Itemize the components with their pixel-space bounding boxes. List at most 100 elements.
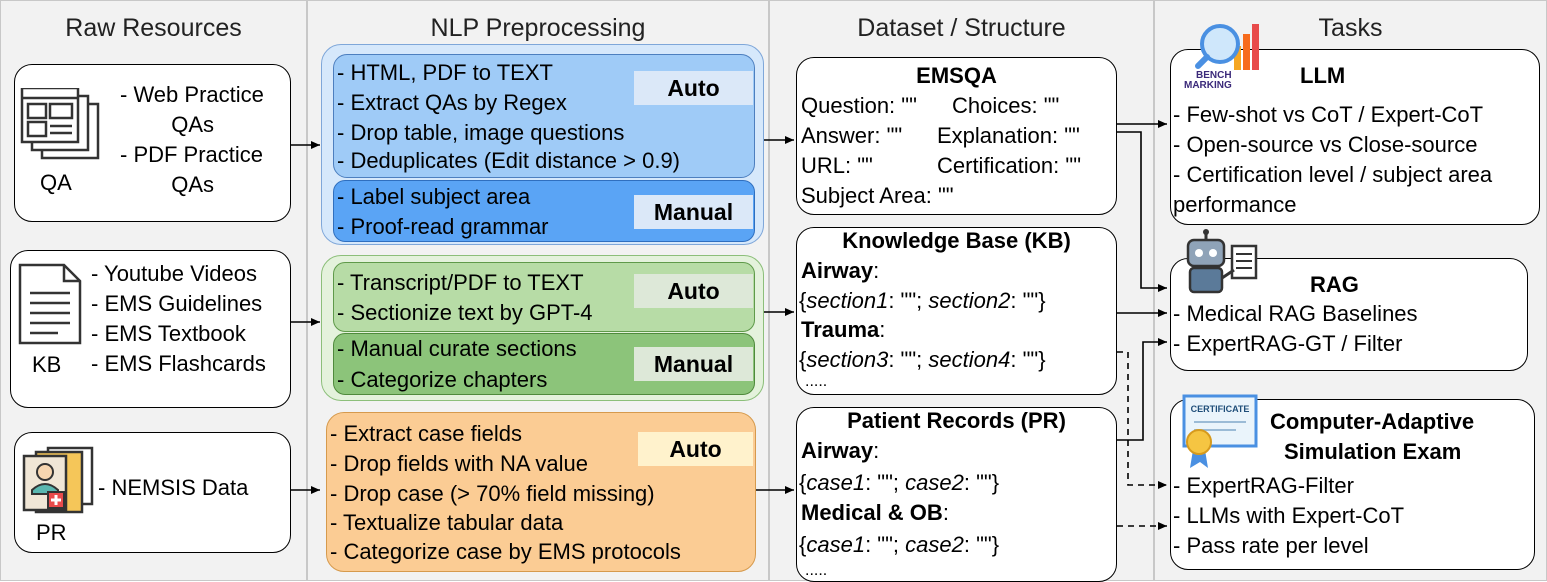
- column-title-tasks: Tasks: [1318, 14, 1383, 42]
- emsqa-field-explanation: Explanation: "": [937, 123, 1080, 148]
- nlp-qa-auto-line-2: - Extract QAs by Regex: [337, 90, 567, 115]
- raw-qa-item-4: QAs: [171, 172, 214, 197]
- task-rag-line-2: - ExpertRAG-GT / Filter: [1173, 331, 1403, 356]
- task-exam-title-1: Computer-Adaptive: [1270, 409, 1475, 434]
- pr-category-1: Airway:: [801, 436, 879, 466]
- kb-category-2: Trauma:: [801, 315, 885, 345]
- task-llm-line-1: - Few-shot vs CoT / Expert-CoT: [1173, 102, 1484, 127]
- task-exam-title-2: Simulation Exam: [1284, 439, 1462, 464]
- document-icon: [18, 263, 82, 345]
- dataset-emsqa-box: [796, 57, 1117, 215]
- nlp-qa-auto-line-4: - Deduplicates (Edit distance > 0.9): [337, 148, 681, 173]
- nlp-qa-manual-line-1: - Label subject area: [337, 184, 531, 209]
- raw-kb-item-1: - Youtube Videos: [91, 261, 257, 286]
- emsqa-field-url: URL: "": [801, 153, 873, 178]
- emsqa-field-choices: Choices: "": [952, 93, 1060, 118]
- raw-qa-label: QA: [40, 170, 72, 195]
- pr-more: .....: [805, 562, 828, 579]
- kb-category-2-name: Trauma: [801, 317, 880, 342]
- task-llm-line-4: performance: [1173, 192, 1297, 217]
- nlp-pr-auto-line-3: - Drop case (> 70% field missing): [330, 481, 655, 506]
- nlp-qa-manual-line-2: - Proof-read grammar: [337, 214, 549, 239]
- nlp-qa-manual-tag: Manual: [634, 195, 753, 229]
- emsqa-field-question: Question: "": [801, 93, 917, 118]
- kb-category-1-colon: :: [873, 258, 880, 283]
- pr-brace-open-2: {: [799, 532, 807, 557]
- column-title-nlp: NLP Preprocessing: [430, 14, 646, 42]
- kb-mid-2: : "";: [888, 347, 929, 372]
- kb-brace-open-1: {: [799, 288, 807, 313]
- nlp-qa-auto-line-3: - Drop table, image questions: [337, 120, 625, 145]
- task-exam-line-2: - LLMs with Expert-CoT: [1173, 503, 1405, 528]
- nlp-kb-manual-line-2: - Categorize chapters: [337, 367, 548, 392]
- nlp-kb-manual-line-1: - Manual curate sections: [337, 336, 577, 361]
- task-llm-title: LLM: [1300, 63, 1346, 88]
- nlp-pr-auto-line-4: - Textualize tabular data: [330, 510, 564, 535]
- emsqa-field-certification: Certification: "": [937, 153, 1081, 178]
- task-llm-line-2: - Open-source vs Close-source: [1173, 132, 1478, 157]
- pr-end-2: : ""}: [963, 532, 1000, 557]
- nlp-pr-auto-line-1: - Extract case fields: [330, 421, 522, 446]
- kb-section-3: section3: [806, 347, 889, 372]
- pr-cases-1: {case1: ""; case2: ""}: [799, 468, 999, 498]
- nlp-qa-auto-line-1: - HTML, PDF to TEXT: [337, 60, 553, 85]
- kb-sections-1: {section1: ""; section2: ""}: [799, 286, 1046, 316]
- raw-kb-label: KB: [32, 352, 62, 377]
- kb-sections-2: {section3: ""; section4: ""}: [799, 345, 1046, 375]
- pr-brace-open-1: {: [799, 470, 807, 495]
- kb-end-1: : ""}: [1010, 288, 1046, 313]
- pr-cases-2: {case1: ""; case2: ""}: [799, 530, 999, 560]
- kb-category-1: Airway:: [801, 256, 879, 286]
- emsqa-field-subject-area: Subject Area: "": [801, 183, 954, 208]
- pr-case-3: case1: [806, 532, 866, 557]
- nlp-kb-auto-line-1: - Transcript/PDF to TEXT: [337, 270, 584, 295]
- column-title-dataset: Dataset / Structure: [857, 14, 1066, 42]
- column-title-raw: Raw Resources: [65, 14, 242, 42]
- pr-category-2-name: Medical & OB: [801, 500, 943, 525]
- arrow-kb-to-exam-dashed: [1117, 351, 1167, 489]
- benchmarking-icon-line-2: MARKING: [1184, 80, 1232, 90]
- task-rag-box: [1170, 258, 1528, 371]
- kb-mid-1: : "";: [888, 288, 929, 313]
- raw-qa-item-2: QAs: [171, 112, 214, 137]
- raw-kb-item-3: - EMS Textbook: [91, 321, 246, 346]
- raw-qa-item-3: - PDF Practice: [120, 142, 264, 167]
- nlp-pr-auto-line-2: - Drop fields with NA value: [330, 451, 588, 476]
- task-exam-line-3: - Pass rate per level: [1173, 533, 1369, 558]
- emsqa-title: EMSQA: [916, 63, 997, 88]
- arrow-emsqa-to-rag: [1117, 131, 1167, 292]
- emsqa-field-answer: Answer: "": [801, 123, 903, 148]
- patient-record-icon: [22, 446, 94, 514]
- nlp-kb-auto-line-2: - Sectionize text by GPT-4: [337, 300, 593, 325]
- kb-end-2: : ""}: [1010, 347, 1046, 372]
- task-rag-line-1: - Medical RAG Baselines: [1173, 301, 1418, 326]
- raw-kb-item-4: - EMS Flashcards: [91, 351, 266, 376]
- kb-section-2: section2: [928, 288, 1011, 313]
- dataset-kb-box: [796, 227, 1117, 395]
- kb-category-1-name: Airway: [801, 258, 874, 283]
- task-llm-line-3: - Certification level / subject area: [1173, 162, 1493, 187]
- pr-end-1: : ""}: [963, 470, 1000, 495]
- pr-case-1: case1: [806, 470, 866, 495]
- benchmarking-icon-line-1: BENCH: [1196, 70, 1232, 81]
- kb-category-2-colon: :: [879, 317, 886, 342]
- web-pages-icon: [20, 88, 100, 160]
- nlp-qa-auto-tag: Auto: [634, 71, 753, 105]
- nlp-pr-auto-line-5: - Categorize case by EMS protocols: [330, 539, 681, 564]
- certificate-icon-text: CERTIFICATE: [1191, 404, 1250, 414]
- kb-brace-open-2: {: [799, 347, 807, 372]
- task-exam-line-1: - ExpertRAG-Filter: [1173, 473, 1354, 498]
- raw-pr-item-1: - NEMSIS Data: [98, 475, 249, 500]
- robot-icon: [1186, 229, 1258, 294]
- arrow-pr-to-rag: [1117, 338, 1167, 441]
- task-rag-title: RAG: [1310, 272, 1359, 297]
- raw-qa-item-1: - Web Practice: [120, 82, 264, 107]
- pr-case-2: case2: [905, 470, 964, 495]
- nlp-kb-auto-tag: Auto: [634, 274, 753, 308]
- pr-case-4: case2: [905, 532, 964, 557]
- dataset-pr-box: [796, 407, 1117, 582]
- pr-category-1-colon: :: [873, 438, 880, 463]
- kb-section-1: section1: [806, 288, 889, 313]
